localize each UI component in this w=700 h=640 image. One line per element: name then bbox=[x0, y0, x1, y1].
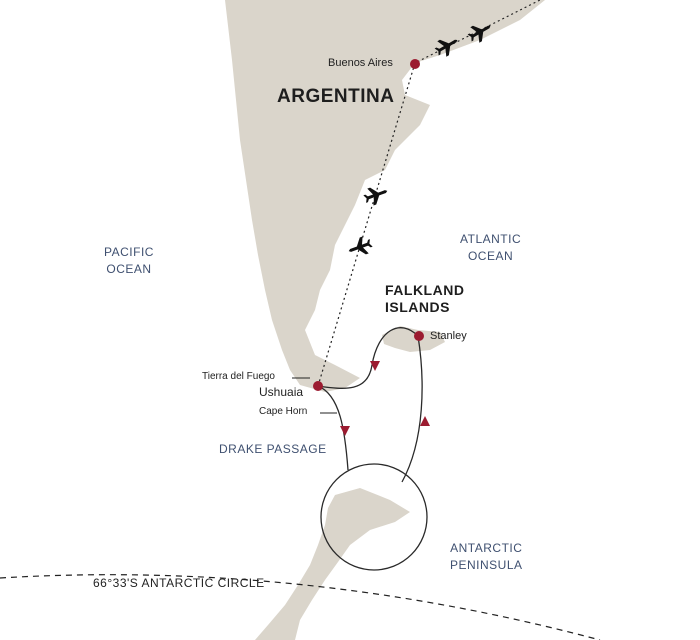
label-line: ANTARCTIC bbox=[450, 541, 523, 555]
flight-path bbox=[317, 0, 541, 387]
label-line: PENINSULA bbox=[450, 558, 523, 572]
antarctic-cruising-circle bbox=[320, 463, 428, 571]
location-marker-icon[interactable] bbox=[414, 331, 424, 341]
location-marker-icon[interactable] bbox=[313, 381, 323, 391]
direction-arrow-icon bbox=[420, 416, 430, 426]
antarctic-circle-label: 66°33'S ANTARCTIC CIRCLE bbox=[93, 576, 265, 590]
airplane-icon bbox=[434, 39, 458, 57]
ocean-label-drake-passage: DRAKE PASSAGE bbox=[219, 442, 327, 456]
label-line: FALKLAND bbox=[385, 282, 465, 298]
label-line: PACIFIC bbox=[104, 245, 154, 259]
region-label-antarctic-peninsula: ANTARCTIC PENINSULA bbox=[450, 540, 523, 574]
airplane-icon bbox=[363, 187, 388, 206]
falkland-islands-land bbox=[382, 326, 445, 352]
label-line: ISLANDS bbox=[385, 299, 450, 315]
ship-route bbox=[317, 327, 423, 483]
place-label-stanley[interactable]: Stanley bbox=[430, 330, 467, 342]
place-label-buenos-aires[interactable]: Buenos Aires bbox=[328, 57, 393, 69]
ocean-label-atlantic: ATLANTIC OCEAN bbox=[460, 231, 521, 265]
place-label-tierra-del-fuego: Tierra del Fuego bbox=[202, 371, 275, 382]
direction-arrow-icon bbox=[370, 361, 380, 371]
ocean-label-pacific: PACIFIC OCEAN bbox=[104, 244, 154, 278]
place-label-ushuaia[interactable]: Ushuaia bbox=[259, 385, 304, 399]
airplane-icon bbox=[467, 25, 491, 43]
label-line: OCEAN bbox=[467, 249, 514, 263]
airplane-icon bbox=[348, 236, 373, 255]
south-america-land bbox=[225, 0, 545, 392]
antarctic-circle-line bbox=[0, 574, 601, 640]
place-label-cape-horn: Cape Horn bbox=[259, 406, 308, 417]
label-line: OCEAN bbox=[106, 262, 152, 276]
label-line: ATLANTIC bbox=[460, 232, 522, 246]
direction-arrow-icon bbox=[340, 426, 350, 436]
location-marker-icon[interactable] bbox=[410, 59, 420, 69]
country-label-argentina: ARGENTINA bbox=[277, 86, 395, 107]
antarctic-peninsula-land bbox=[255, 488, 410, 640]
